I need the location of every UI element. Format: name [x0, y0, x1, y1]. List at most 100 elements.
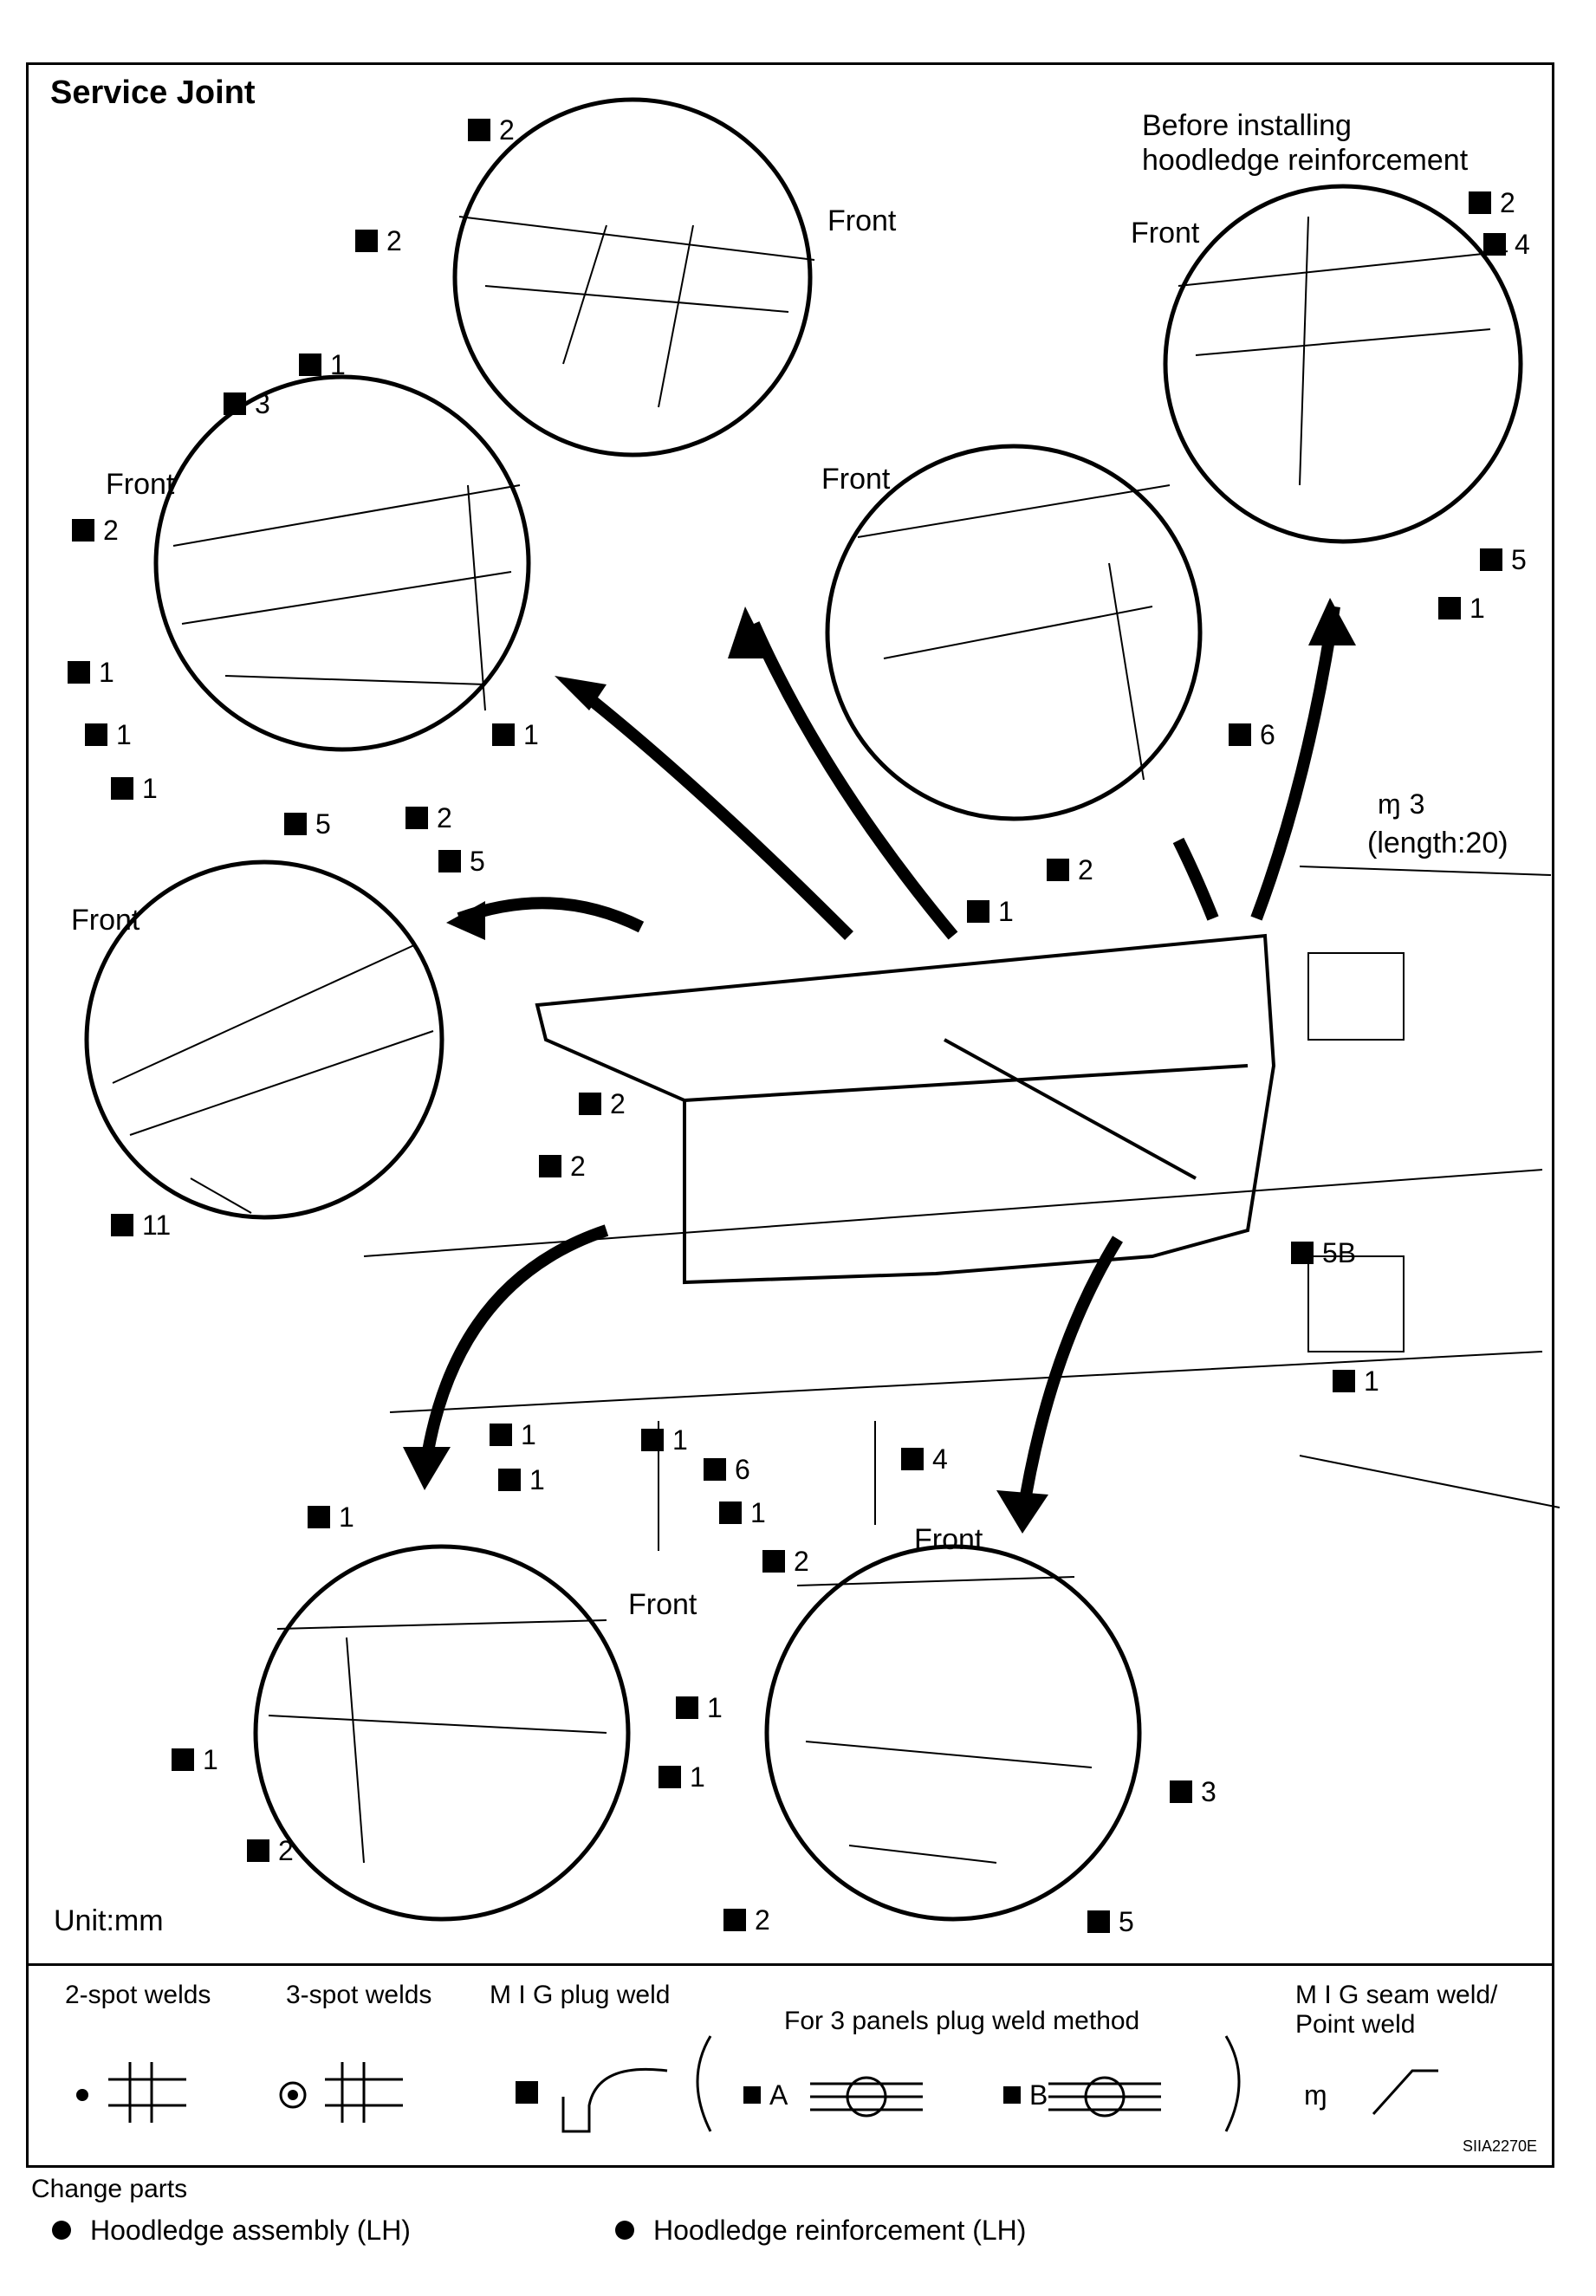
legend-plug-a: A: [743, 2081, 788, 2109]
weld-marker-icon: [676, 1696, 698, 1719]
weld-label: 5B: [1291, 1239, 1356, 1267]
seam-weld-icon: ɱ: [1304, 2079, 1327, 2111]
vehicle-body-background: [363, 866, 1560, 1551]
weld-marker-icon: [539, 1155, 561, 1177]
legend-plug-b: B: [1003, 2081, 1048, 2109]
weld-marker-icon: [1483, 233, 1506, 256]
weld-marker-icon: [299, 353, 321, 376]
front-label-bottom-right: Front: [914, 1523, 983, 1556]
weld-marker-icon: [1291, 1242, 1314, 1264]
weld-label: 4: [901, 1445, 948, 1473]
weld-label: 1: [498, 1466, 545, 1494]
weld-marker-icon: [579, 1093, 601, 1115]
weld-label: 2: [468, 116, 515, 144]
weld-marker-icon: [111, 777, 133, 800]
weld-marker-icon: [85, 723, 107, 746]
note-line-1: Before installing: [1142, 109, 1352, 142]
weld-marker-icon: [901, 1448, 924, 1470]
weld-label: 1: [967, 898, 1014, 925]
weld-label: 6: [704, 1456, 750, 1483]
front-label-bottom-left: Front: [628, 1588, 697, 1621]
legend-plug-symbol: [516, 2081, 538, 2104]
weld-marker-icon: [516, 2081, 538, 2104]
legend-3-spot: 3-spot welds: [286, 1981, 432, 2009]
weld-label: 5: [438, 847, 485, 875]
diagram-title: Service Joint: [50, 75, 256, 111]
detail-circle-upper-left: [153, 374, 531, 752]
weld-marker-icon: [641, 1429, 664, 1451]
weld-marker-icon: [1229, 723, 1251, 746]
weld-label: 1: [490, 1421, 536, 1449]
arrow-to-mid-left: [457, 897, 645, 933]
bullet-icon: [52, 2221, 71, 2240]
weld-label: 1: [719, 1499, 766, 1527]
front-label-top-right: Front: [1131, 217, 1200, 250]
legend-point-weld: Point weld: [1295, 2010, 1416, 2039]
weld-marker-icon: [284, 813, 307, 835]
arrow-to-bottom-right: [1016, 1236, 1123, 1518]
change-part-item: Hoodledge reinforcement (LH): [615, 2216, 1026, 2244]
weld-marker-icon: [308, 1506, 330, 1528]
weld-label: 5: [1087, 1908, 1134, 1936]
change-parts-heading: Change parts: [31, 2175, 188, 2203]
weld-marker-icon: [72, 519, 94, 542]
weld-marker-icon: [172, 1748, 194, 1771]
weld-label: 2: [723, 1906, 770, 1934]
weld-label: 5: [284, 810, 331, 838]
weld-label: 1: [308, 1503, 354, 1531]
weld-marker-icon: [224, 392, 246, 415]
weld-label: 2: [539, 1152, 586, 1180]
weld-marker-icon: [355, 230, 378, 252]
weld-marker-icon: [490, 1424, 512, 1446]
front-label-center: Front: [821, 463, 891, 496]
arrow-to-bottom-left: [418, 1224, 609, 1474]
weld-label: 1: [299, 351, 346, 379]
detail-circle-bottom-left: [253, 1544, 631, 1922]
bullet-icon: [615, 2221, 634, 2240]
weld-label: 2: [762, 1547, 809, 1575]
legend-symbols: [108, 2035, 1438, 2133]
weld-marker-icon: [68, 661, 90, 684]
weld-marker-icon: [743, 2086, 761, 2104]
weld-label: 2: [1047, 856, 1093, 884]
weld-marker-icon: [1469, 191, 1491, 214]
weld-marker-icon: [719, 1501, 742, 1524]
change-part-item: Hoodledge assembly (LH): [52, 2216, 411, 2244]
weld-label: 1: [641, 1426, 688, 1454]
weld-label: 1: [659, 1763, 705, 1791]
weld-marker-icon: [247, 1839, 269, 1862]
weld-marker-icon: [1170, 1780, 1192, 1803]
weld-label: 2: [405, 804, 452, 832]
arrow-to-upper-left: [568, 679, 853, 940]
seam-weld-note: (length:20): [1367, 827, 1508, 859]
legend-seam-symbol: ɱ: [1304, 2081, 1327, 2109]
detail-circle-top-center: [452, 97, 813, 457]
front-label-mid-left: Front: [71, 904, 140, 937]
weld-marker-icon: [659, 1766, 681, 1788]
weld-marker-icon: [723, 1909, 746, 1931]
weld-label: 11: [111, 1211, 171, 1239]
arrow-to-top-right: [1250, 605, 1340, 921]
front-label-top-center: Front: [827, 204, 897, 237]
weld-marker-icon: [1087, 1910, 1110, 1933]
weld-marker-icon: [498, 1469, 521, 1491]
weld-marker-icon: [704, 1458, 726, 1481]
main-hoodledge-part: [535, 933, 1276, 1285]
weld-marker-icon: [438, 850, 461, 872]
weld-label: 6: [1229, 721, 1275, 749]
note-line-2: hoodledge reinforcement: [1142, 144, 1469, 177]
detail-circle-bottom-right: [764, 1544, 1142, 1922]
legend-3-panel: For 3 panels plug weld method: [784, 2007, 1140, 2035]
weld-label: 1: [1438, 594, 1485, 622]
weld-marker-icon: [111, 1214, 133, 1236]
weld-label: 1: [1333, 1367, 1379, 1395]
arrow-to-small: [1172, 837, 1219, 921]
weld-label: 1: [85, 721, 132, 749]
weld-label: 2: [355, 227, 402, 255]
unit-label: Unit:mm: [54, 1904, 164, 1937]
weld-label: 4: [1483, 230, 1530, 258]
weld-label: 3: [1170, 1778, 1216, 1806]
weld-marker-icon: [468, 119, 490, 141]
weld-marker-icon: [967, 900, 989, 923]
